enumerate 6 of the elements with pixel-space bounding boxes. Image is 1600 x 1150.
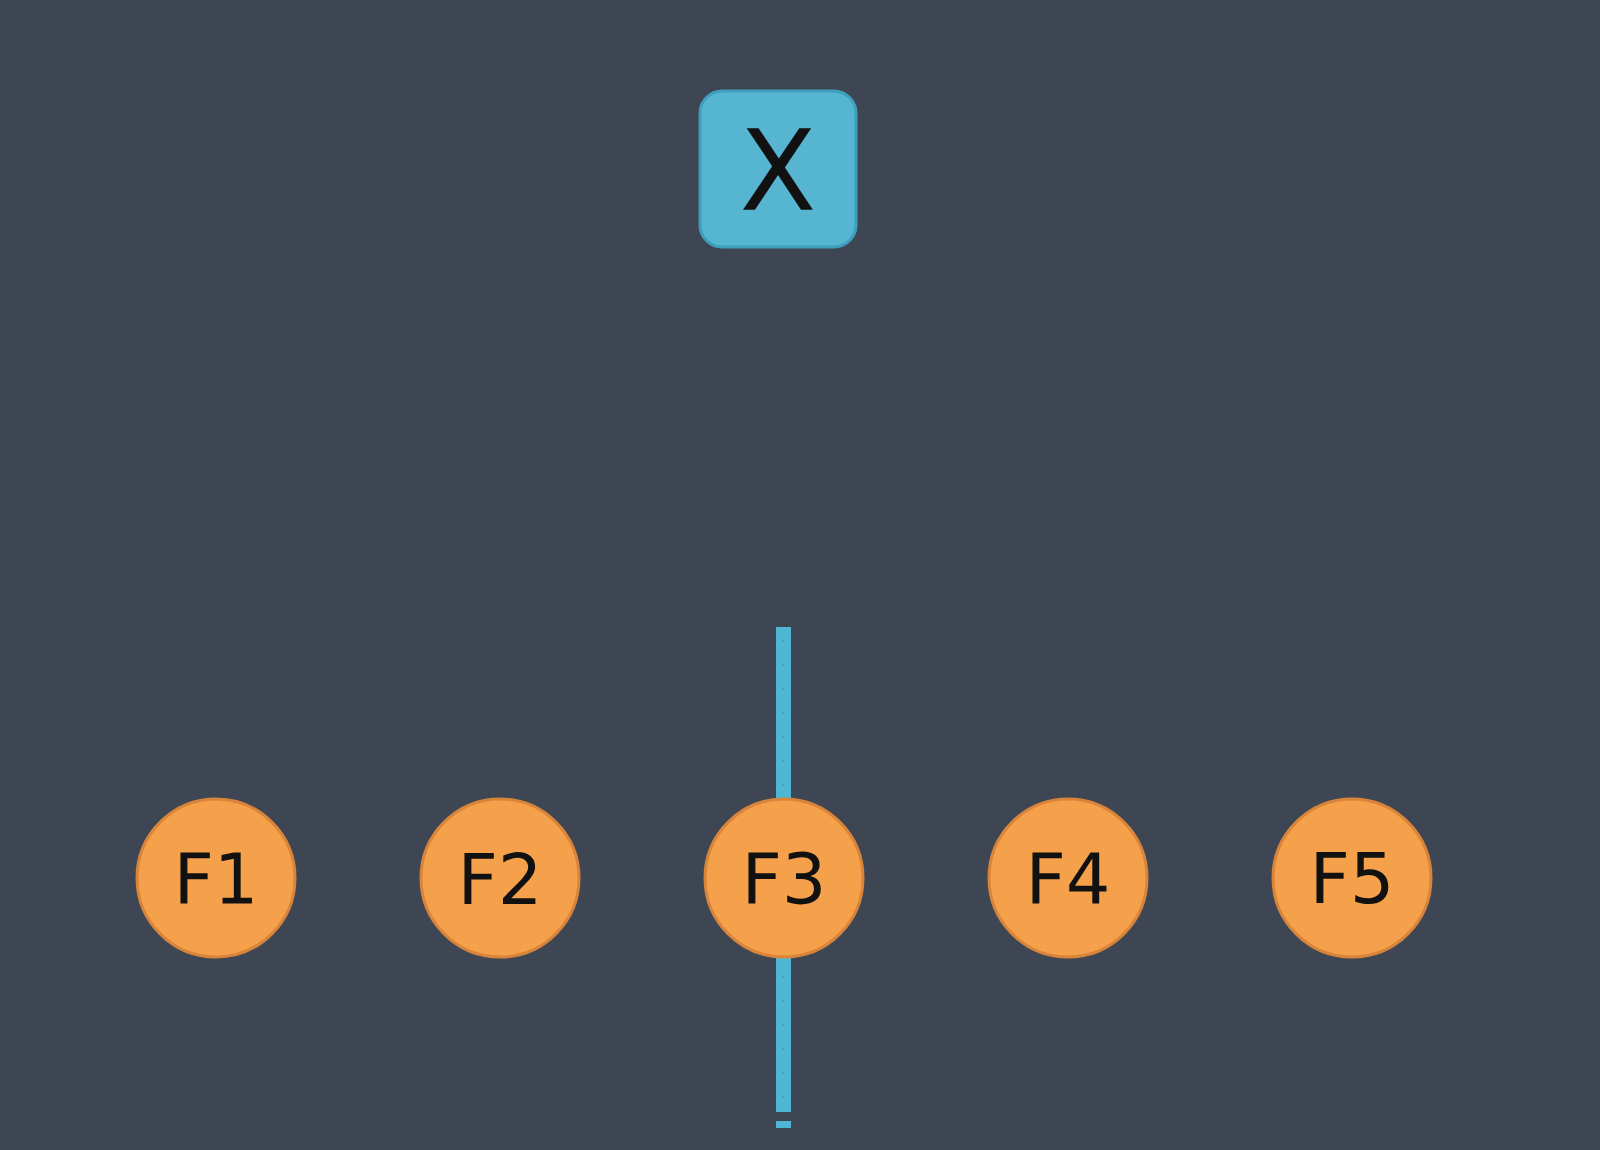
circle-node: F4 (987, 797, 1149, 959)
circle-node: F1 (135, 797, 297, 959)
circle-node: F5 (1271, 797, 1433, 959)
circle-node: F2 (419, 797, 581, 959)
circle-node: F3 (703, 797, 865, 959)
rounded-square: X (698, 89, 858, 249)
